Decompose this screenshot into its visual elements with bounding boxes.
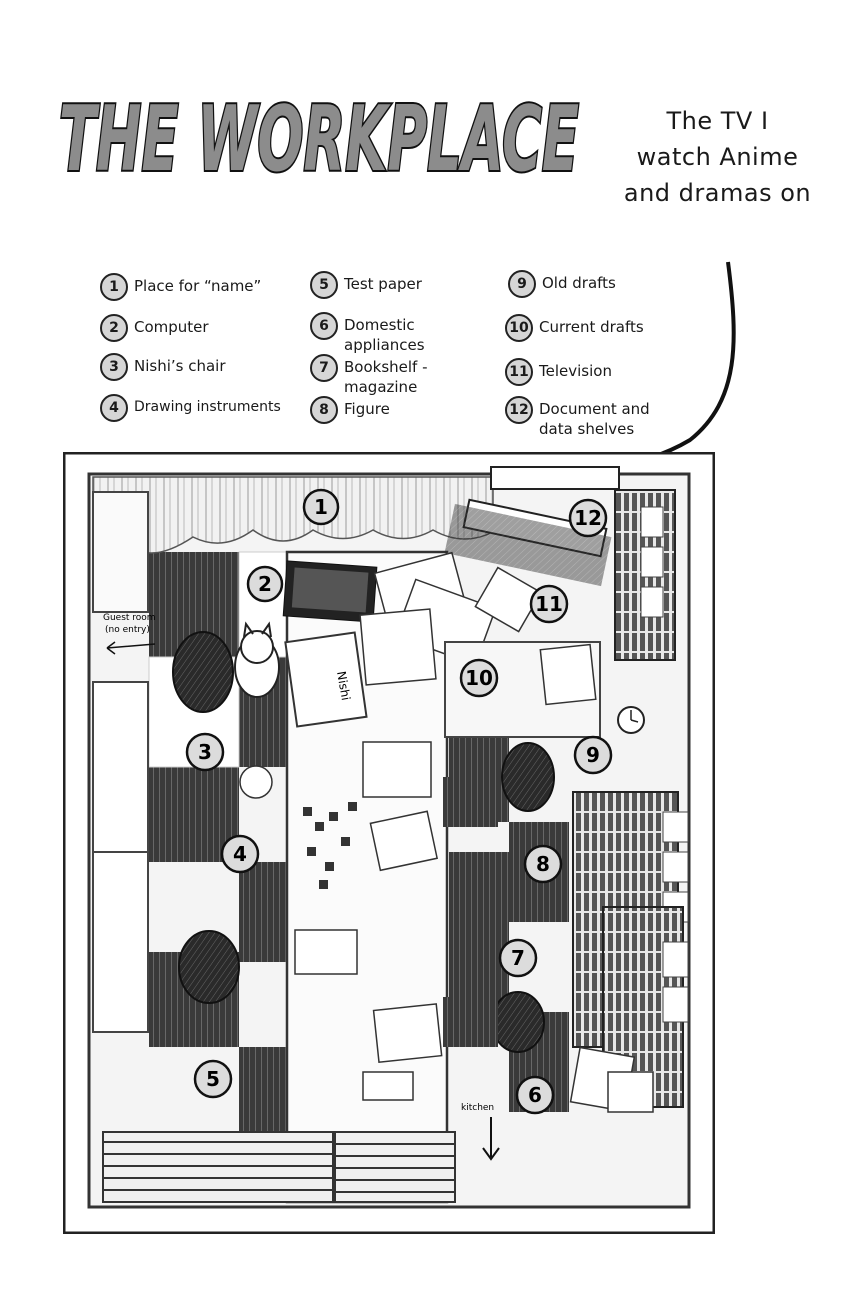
legend-item: 8 Figure <box>310 396 460 424</box>
curtains <box>92 476 494 554</box>
sketch-paper <box>362 741 432 798</box>
domestic-appliances <box>569 1046 654 1113</box>
marker-1: 1 <box>302 488 340 526</box>
legend-label: Place for “name” <box>134 277 262 295</box>
legend-label: Figure <box>344 400 390 418</box>
marker-4: 4 <box>220 834 260 874</box>
legend-item: 6 Domestic appliances <box>310 312 460 355</box>
legend-label: Television <box>539 362 612 380</box>
legend-number: 2 <box>100 314 128 342</box>
svg-text:8: 8 <box>536 852 550 876</box>
paper-text: Nishi <box>334 670 353 701</box>
legend-item: 1 Place for “name” <box>100 273 300 301</box>
svg-text:10: 10 <box>465 666 493 690</box>
svg-text:12: 12 <box>574 506 602 530</box>
marker-10: 10 <box>459 658 499 698</box>
paper-stack <box>284 631 368 728</box>
tv-note-line: The TV I <box>666 107 769 135</box>
legend-number: 4 <box>100 394 128 422</box>
legend-item: 10 Current drafts <box>505 314 705 342</box>
room-floor-plan: Guest room (no entry) Nishi <box>63 452 715 1234</box>
legend-label: Current drafts <box>539 318 644 336</box>
air-conditioner <box>490 466 620 490</box>
tv-arrow <box>538 261 736 497</box>
legend-number: 9 <box>508 270 536 298</box>
legend-number: 10 <box>505 314 533 342</box>
guest-room-label: Guest room <box>103 613 156 623</box>
svg-text:11: 11 <box>535 592 563 616</box>
marker-12: 12 <box>568 498 608 538</box>
legend-number: 8 <box>310 396 338 424</box>
kitchen-label: kitchen <box>461 1103 494 1113</box>
marker-6: 6 <box>515 1075 555 1115</box>
legend-item: 7 Bookshelf - magazine <box>310 354 460 397</box>
legend-label: Drawing instruments <box>134 399 281 415</box>
tv-note-line: watch Anime <box>636 143 799 171</box>
test-paper-grid <box>362 1071 414 1101</box>
window-frame <box>92 491 149 613</box>
legend-item: 11 Television <box>505 358 705 386</box>
legend-label: Bookshelf - magazine <box>344 358 428 396</box>
svg-text:5: 5 <box>206 1067 220 1091</box>
svg-text:2: 2 <box>258 572 272 596</box>
chairs <box>172 631 555 1053</box>
marker-11: 11 <box>529 584 569 624</box>
legend-item: 4 Drawing instruments <box>100 394 310 422</box>
legend-number: 12 <box>505 396 533 424</box>
svg-text:3: 3 <box>198 740 212 764</box>
legend-label: Document and data shelves <box>539 400 650 438</box>
marker-8: 8 <box>523 844 563 884</box>
legend-label: Old drafts <box>542 274 616 292</box>
no-entry-label: (no entry) <box>105 625 150 635</box>
tv-note-line: and dramas on <box>623 179 812 207</box>
legend-item: 9 Old drafts <box>508 270 698 298</box>
legend-number: 3 <box>100 353 128 381</box>
legend-item: 12 Document and data shelves <box>505 396 675 439</box>
legend-label: Computer <box>134 318 209 336</box>
floor-slats <box>102 1131 456 1203</box>
guest-room-arrow <box>106 641 156 655</box>
svg-text:9: 9 <box>586 743 600 767</box>
legend-item: 3 Nishi’s chair <box>100 353 300 381</box>
svg-text:4: 4 <box>233 842 247 866</box>
marker-2: 2 <box>246 565 284 603</box>
tv-note: The TV I watch Anime and dramas on <box>600 103 835 211</box>
legend-number: 7 <box>310 354 338 382</box>
marker-3: 3 <box>185 732 225 772</box>
legend-item: 2 Computer <box>100 314 300 342</box>
legend-number: 11 <box>505 358 533 386</box>
marker-5: 5 <box>193 1059 233 1099</box>
legend: 1 Place for “name” 2 Computer 3 Nishi’s … <box>0 0 850 450</box>
marker-7: 7 <box>498 938 538 978</box>
guest-room-door <box>92 681 149 863</box>
legend-number: 5 <box>310 271 338 299</box>
title-text: THE WORKPLACE <box>59 87 579 192</box>
blank-sheet <box>294 929 358 975</box>
drawing-tools <box>303 802 357 889</box>
kitchen-arrow <box>482 1117 500 1161</box>
legend-item: 5 Test paper <box>310 271 500 299</box>
page-title: THE WORKPLACE <box>55 72 585 194</box>
closet-door <box>92 851 149 1033</box>
legend-label: Domestic appliances <box>344 316 425 354</box>
svg-text:7: 7 <box>511 946 525 970</box>
round-cushion <box>239 765 273 799</box>
legend-label: Test paper <box>344 275 422 293</box>
svg-text:1: 1 <box>314 495 328 519</box>
marker-9: 9 <box>573 735 613 775</box>
legend-label: Nishi’s chair <box>134 357 226 375</box>
legend-number: 1 <box>100 273 128 301</box>
legend-number: 6 <box>310 312 338 340</box>
svg-text:6: 6 <box>528 1083 542 1107</box>
cat-cushion <box>234 621 280 698</box>
